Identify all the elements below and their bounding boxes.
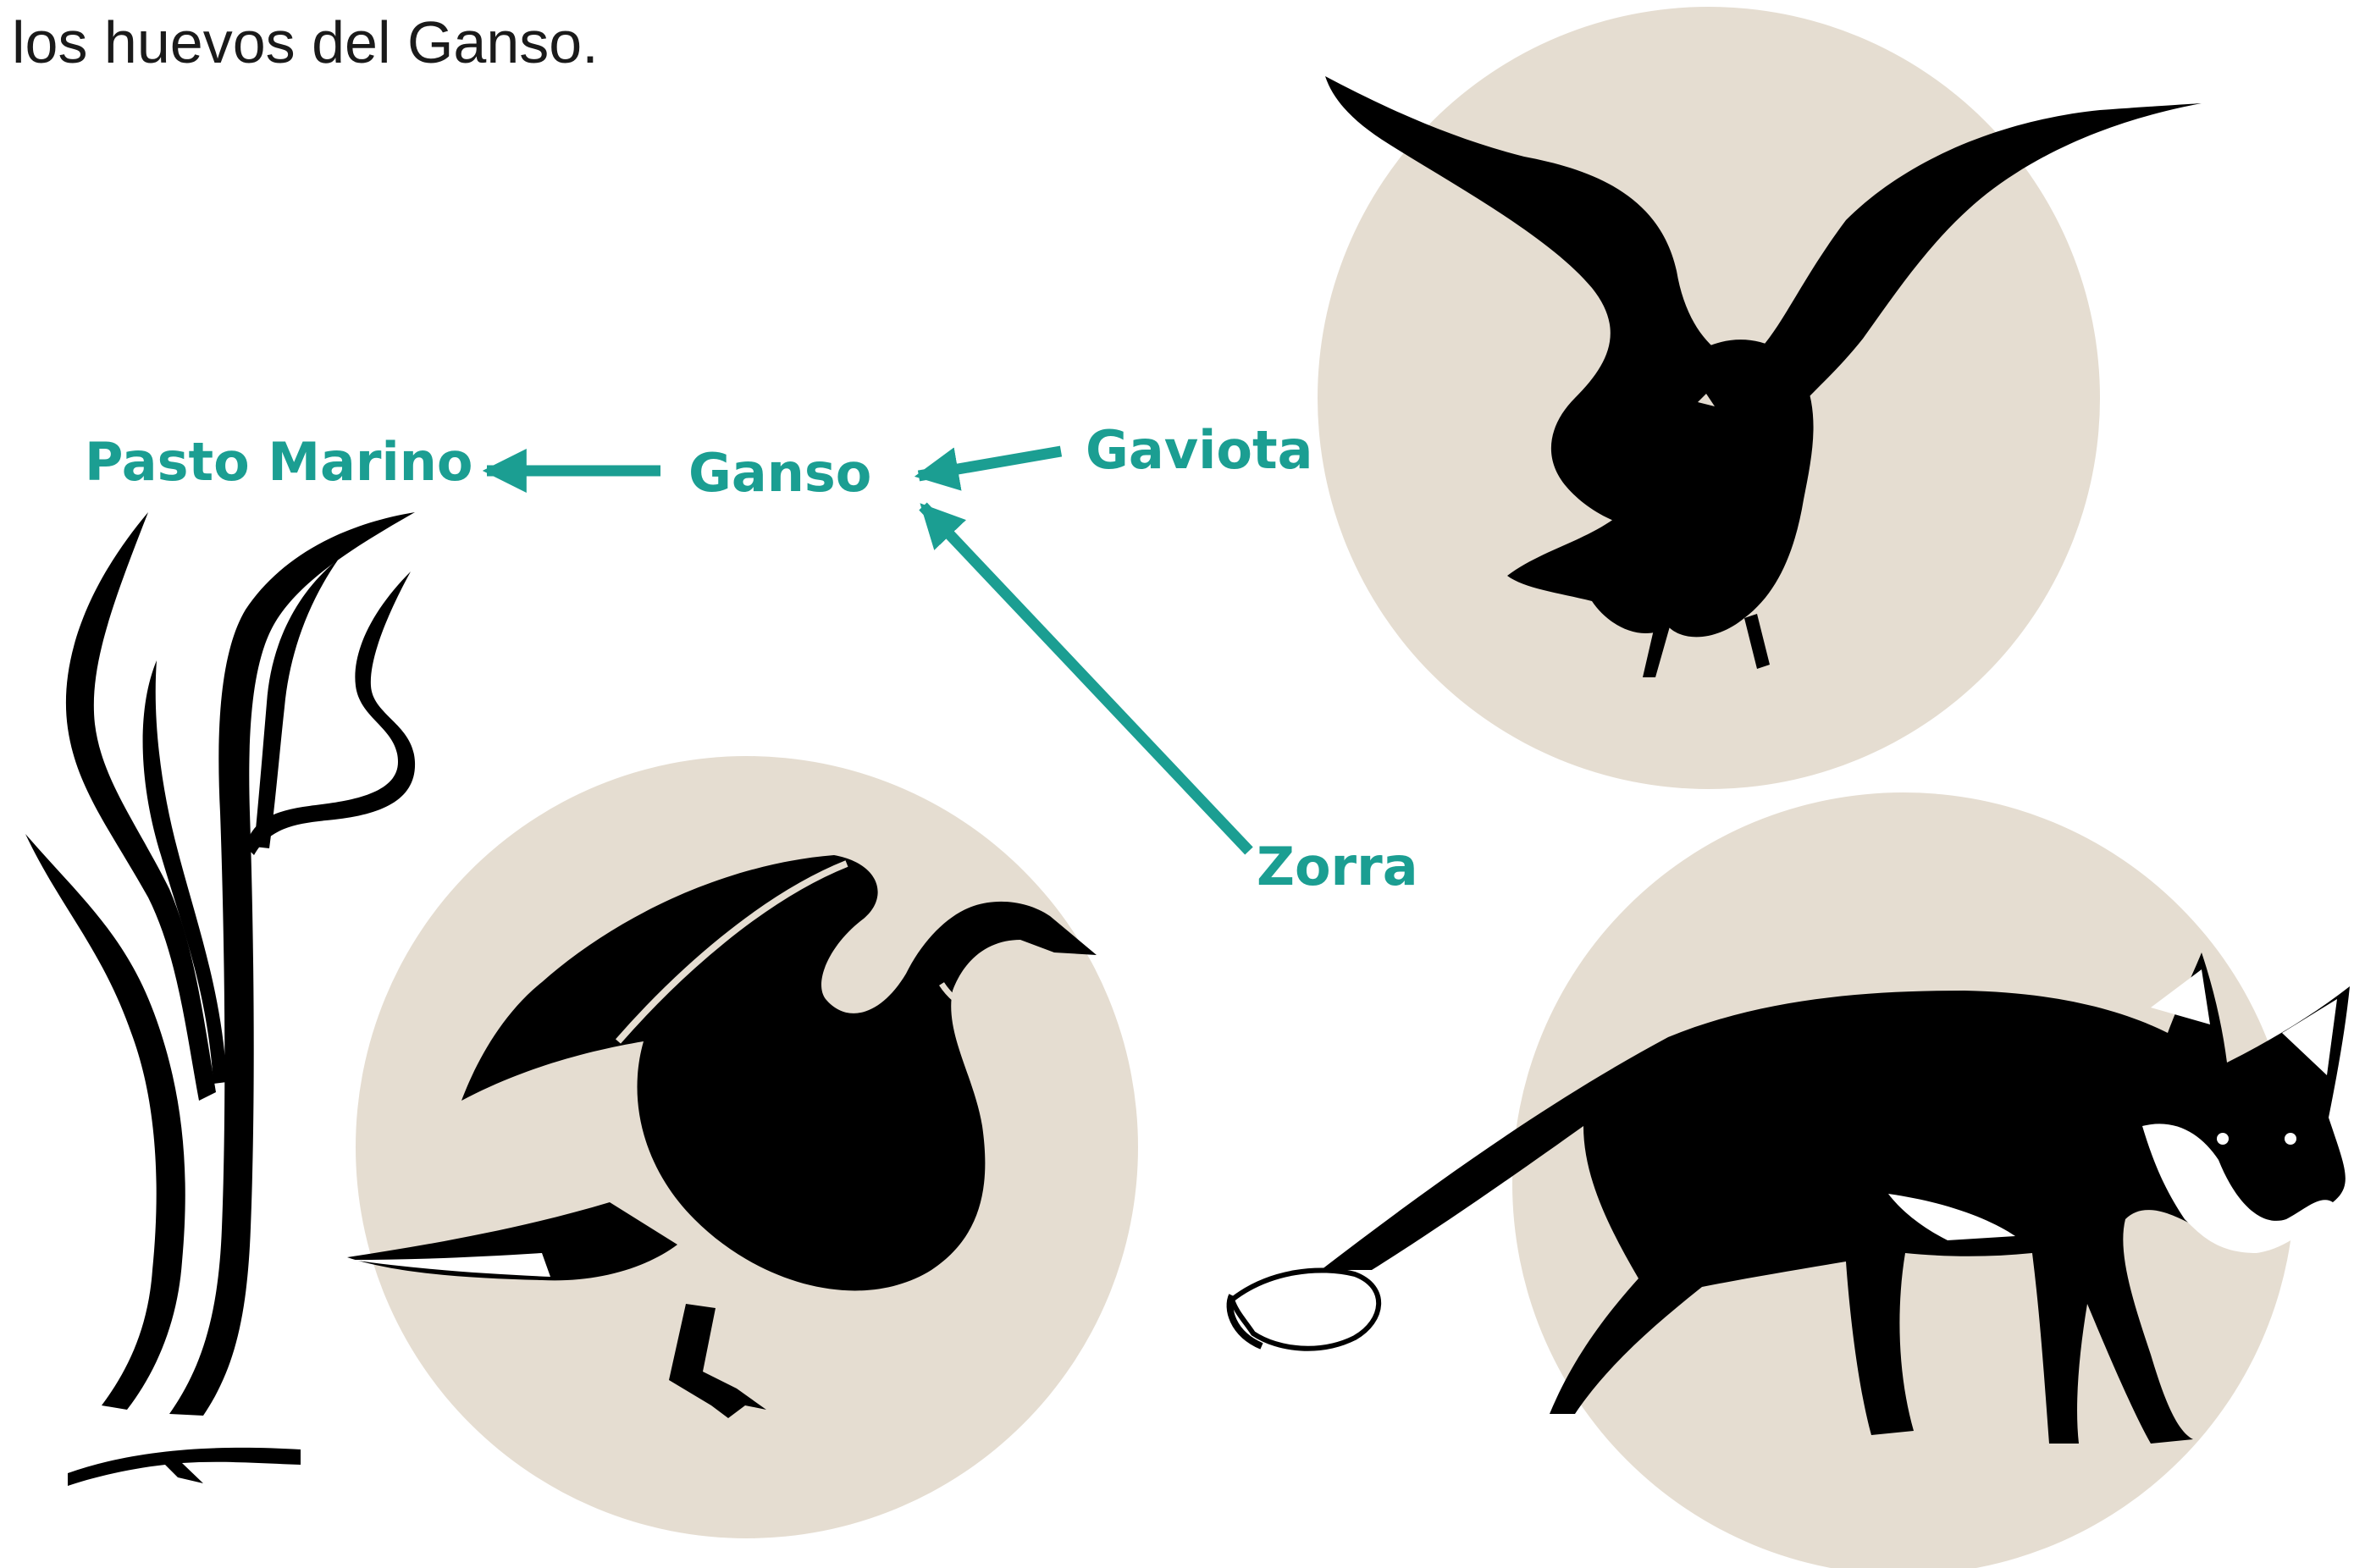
- label-ganso: Ganso: [688, 442, 871, 504]
- label-gaviota: Gaviota: [1086, 419, 1312, 481]
- arrow-gaviota-to-ganso: [919, 451, 1061, 476]
- label-pasto-marino: Pasto Marino: [85, 431, 472, 493]
- seagrass-silhouette: [25, 512, 415, 1486]
- arrow-zorra-to-ganso: [923, 506, 1249, 851]
- label-zorra: Zorra: [1257, 836, 1418, 897]
